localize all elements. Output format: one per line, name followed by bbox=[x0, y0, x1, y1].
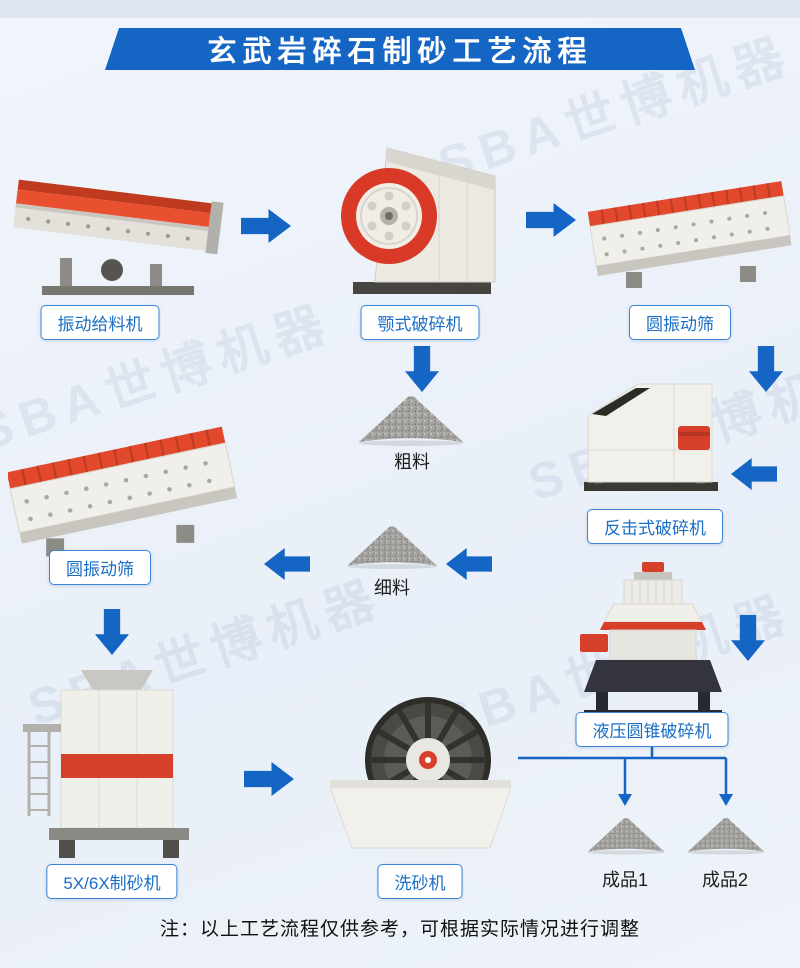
arrow-feeder-to-jaw bbox=[241, 209, 291, 243]
jaw-crusher-label: 颚式破碎机 bbox=[360, 305, 480, 340]
sand-maker-label: 5X/6X制砂机 bbox=[46, 864, 178, 899]
product2-label: 成品2 bbox=[701, 870, 749, 890]
arrow-jaw-to-screen bbox=[526, 203, 576, 237]
title-banner: 玄武岩碎石制砂工艺流程 bbox=[105, 28, 695, 70]
cone-crusher-label: 液压圆锥破碎机 bbox=[575, 712, 729, 747]
arrow-jaw-to-coarse bbox=[405, 346, 439, 392]
vibrating-screen-top-image bbox=[588, 181, 792, 288]
sand-maker-image bbox=[23, 670, 189, 858]
impact-crusher-image bbox=[584, 383, 718, 491]
product2-pile bbox=[687, 817, 765, 855]
arrow-fine-to-screen-left bbox=[264, 548, 310, 580]
footnote: 注：以上工艺流程仅供参考，可根据实际情况进行调整 bbox=[159, 919, 640, 940]
product1-pile bbox=[587, 817, 665, 855]
arrow-into-impact bbox=[731, 458, 777, 490]
fine-material-pile bbox=[347, 526, 437, 569]
washer-label: 洗砂机 bbox=[377, 864, 463, 899]
vibrating-screen-left-image bbox=[8, 426, 237, 557]
sand-washer-image bbox=[329, 697, 512, 849]
coarse-material-pile bbox=[358, 396, 464, 446]
product1-label: 成品1 bbox=[601, 870, 649, 890]
page-title: 玄武岩碎石制砂工艺流程 bbox=[207, 36, 593, 68]
vibrating-feeder-image bbox=[13, 179, 224, 295]
fine-material-label: 细料 bbox=[374, 578, 410, 598]
feeder-label: 振动给料机 bbox=[40, 305, 160, 340]
coarse-material-label: 粗料 bbox=[394, 452, 430, 472]
arrow-impact-to-fine bbox=[446, 548, 492, 580]
arrow-sandmaker-to-washer bbox=[244, 762, 294, 796]
impact-crusher-label: 反击式破碎机 bbox=[587, 509, 723, 544]
cone-crusher-image bbox=[580, 562, 722, 718]
jaw-crusher-image bbox=[341, 147, 496, 294]
screen-left-label: 圆振动筛 bbox=[49, 550, 151, 585]
screen-top-label: 圆振动筛 bbox=[629, 305, 731, 340]
flowchart-canvas: SBA世博机器 SBA世博机器 SBA世博机器 SBA世博机器 SBA世博机器 … bbox=[0, 18, 800, 968]
